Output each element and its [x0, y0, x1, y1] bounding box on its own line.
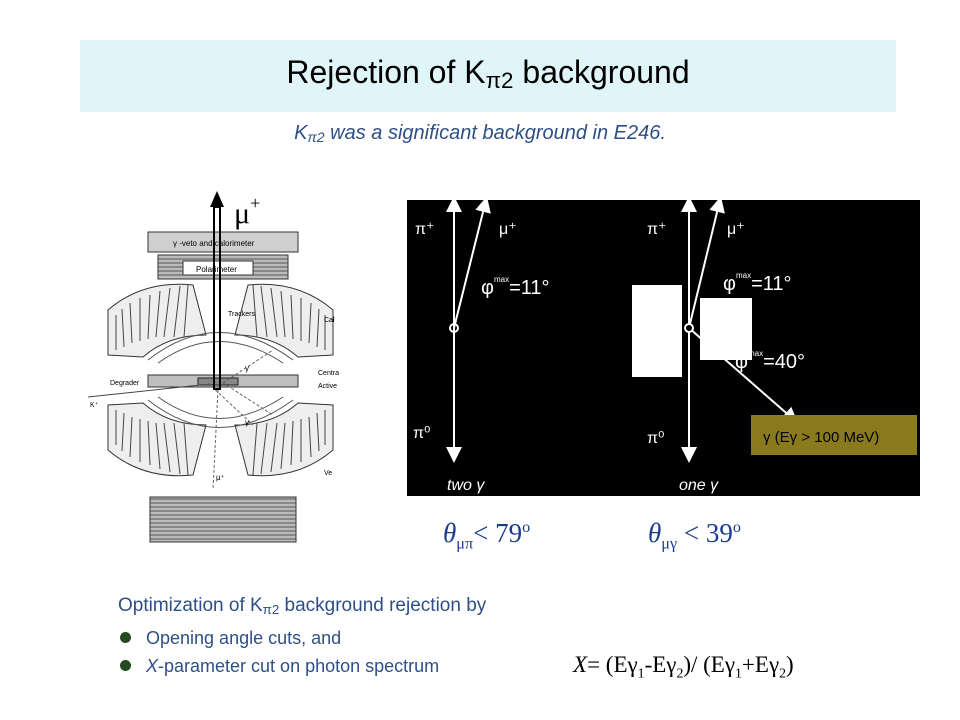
muon-lower-label: μ⁺ [216, 473, 225, 482]
subtitle: Kπ2 was a significant background in E246… [294, 122, 666, 146]
two-gamma-diagram: π⁺ μ⁺ φmax=11° π⁰ two γ [413, 200, 550, 494]
white-mask-left [632, 285, 682, 377]
veto-side-label: Ve [324, 470, 332, 477]
muon-arrow-head [210, 191, 224, 207]
slide-title: Rejection of Kπ2 background [286, 54, 690, 94]
lower-hatched-block [149, 496, 297, 543]
degrader-label: Degrader [110, 380, 140, 387]
polarimeter-label: Polarimeter [196, 265, 237, 274]
gamma-energy-box [751, 415, 917, 455]
gamma-energy-label: γ (Eγ > 100 MeV) [763, 429, 879, 446]
title-bar: Rejection of Kπ2 background [80, 40, 896, 112]
angle-cut-mu-gamma: θμγ < 39o [648, 518, 741, 553]
muon-track-right [688, 200, 725, 329]
detector-diagram: γ -veto and calorimeter Polarimeter Trac… [88, 191, 339, 543]
upper-right-sector [234, 283, 334, 358]
pion-label-right: π⁺ [647, 221, 666, 238]
decay-vertex-left [449, 323, 459, 333]
gamma-track-right [688, 327, 799, 424]
kaon-beam-line [88, 384, 201, 398]
pi0-label-right: π⁰ [647, 430, 664, 447]
upper-left-sector [107, 283, 207, 358]
white-mask-right [700, 298, 752, 360]
polarimeter-block [182, 260, 254, 276]
central-label: Centra [318, 370, 339, 377]
one-gamma-diagram: π⁺ μ⁺ φmax=11° φmax=40° π⁰ one γ γ (Eγ >… [632, 200, 917, 494]
phi-label-right: φmax=11° [723, 271, 792, 295]
phi-label-left: φmax=11° [481, 275, 550, 299]
bullet-opening-angle: Opening angle cuts, and [118, 624, 439, 652]
two-gamma-label: two γ [447, 477, 485, 494]
angle-cut-mu-pi: θμπ< 79o [443, 518, 531, 553]
one-gamma-label: one γ [679, 477, 719, 494]
gamma-label-lower: γ [245, 418, 249, 427]
lower-left-sector [107, 402, 207, 477]
veto-calorimeter-block [147, 231, 299, 253]
muon-label-right: μ⁺ [727, 221, 745, 238]
active-label: Active [318, 383, 337, 390]
bullet-x-parameter: X-parameter cut on photon spectrum [118, 652, 439, 680]
optimization-heading: Optimization of Kπ2 background rejection… [118, 595, 487, 617]
trackers-label: Trackers [228, 311, 255, 318]
psi-label-right: φmax=40° [735, 349, 805, 373]
lower-muon-track [212, 389, 219, 491]
muon-symbol: μ+ [234, 193, 260, 230]
pion-label-left: π⁺ [415, 221, 434, 238]
kinematics-panel: π⁺ μ⁺ φmax=11° π⁰ two γ π⁺ μ⁺ φmax=11° φ… [407, 200, 920, 496]
decay-vertex-right [684, 323, 694, 333]
active-target [197, 377, 239, 386]
optimization-list: Opening angle cuts, and X-parameter cut … [118, 624, 439, 680]
gamma-label-upper: γ [245, 364, 249, 373]
x-parameter-formula: X= (Eγ1-Eγ2)/ (Eγ1+Eγ2) [573, 652, 794, 681]
muon-track-left [453, 200, 491, 329]
lower-right-sector [234, 402, 334, 477]
pi0-label-left: π⁰ [413, 425, 430, 442]
muon-label-left: μ⁺ [499, 221, 517, 238]
cal-label: Cal [324, 317, 335, 324]
kaon-label: K⁺ [90, 401, 99, 409]
